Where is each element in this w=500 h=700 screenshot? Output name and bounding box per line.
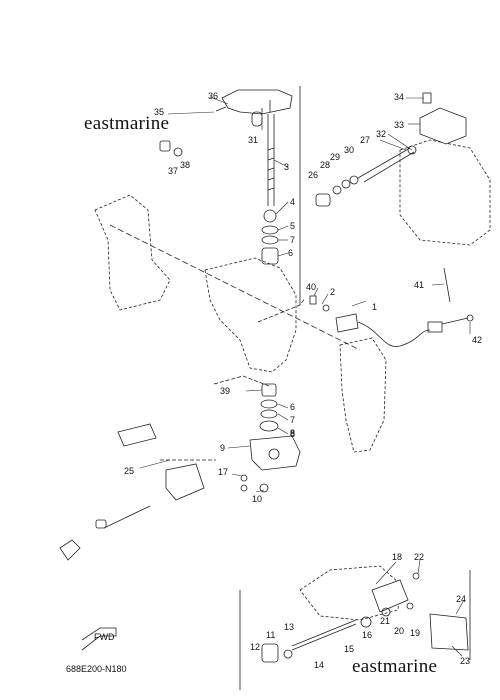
callout-26: 26	[308, 170, 318, 180]
callout-25: 25	[124, 466, 134, 476]
callout-37: 37	[168, 166, 178, 176]
steering-arm-assembly	[159, 89, 293, 265]
callout-27: 27	[360, 135, 370, 145]
callout-19: 19	[410, 628, 420, 638]
callout-12: 12	[250, 642, 260, 652]
callout-7-lower: 7	[290, 415, 295, 425]
callout-4: 4	[290, 197, 295, 207]
callout-29: 29	[330, 152, 340, 162]
tilt-lock-assembly	[59, 423, 216, 561]
leader-lines	[139, 96, 471, 657]
clamp-bracket-bottom	[261, 565, 469, 663]
callout-5: 5	[290, 221, 295, 231]
callout-34: 34	[394, 92, 404, 102]
diagram-code: 688E200-N180	[66, 664, 127, 674]
callout-14: 14	[314, 660, 324, 670]
callout-9: 9	[220, 443, 225, 453]
callout-41: 41	[414, 280, 424, 290]
callout-10: 10	[252, 494, 262, 504]
fwd-arrow	[81, 627, 117, 651]
tilt-rod-assembly	[315, 92, 467, 207]
callout-42: 42	[472, 335, 482, 345]
callout-labels: 1 2 3 4 5 6 7 8 9 10 11 12 13 14 15 16 1…	[94, 91, 482, 670]
callout-8: 8	[290, 429, 295, 439]
callout-33: 33	[394, 120, 404, 130]
callout-11: 11	[266, 630, 275, 640]
watermark-top: eastmarine	[84, 113, 170, 134]
fwd-label: FWD	[94, 632, 115, 642]
callout-21: 21	[380, 616, 390, 626]
callout-38: 38	[180, 160, 190, 170]
callout-15: 15	[344, 644, 354, 654]
callout-40: 40	[306, 282, 316, 292]
callout-30: 30	[344, 145, 354, 155]
lower-shaft-parts	[213, 297, 306, 493]
callout-22: 22	[414, 552, 424, 562]
callout-16: 16	[362, 630, 372, 640]
watermark-bottom: eastmarine	[352, 656, 438, 677]
callout-20: 20	[394, 626, 404, 636]
callout-23: 23	[460, 656, 470, 666]
callout-8-lower: 8	[290, 428, 295, 438]
callout-18: 18	[392, 552, 402, 562]
callout-6: 6	[288, 248, 293, 258]
callout-32: 32	[376, 129, 386, 139]
callout-39: 39	[220, 386, 230, 396]
callout-31: 31	[248, 135, 258, 145]
callout-6-lower: 6	[290, 402, 295, 412]
trim-sender-assembly	[309, 267, 474, 347]
callout-35: 35	[154, 107, 164, 117]
callout-28: 28	[320, 160, 330, 170]
callout-24: 24	[456, 594, 466, 604]
callout-2: 2	[330, 287, 335, 297]
callout-17: 17	[218, 467, 228, 477]
callout-3: 3	[284, 162, 289, 172]
callout-36: 36	[208, 91, 218, 101]
callout-7: 7	[290, 235, 295, 245]
callout-1: 1	[372, 302, 377, 312]
callout-13: 13	[284, 622, 294, 632]
